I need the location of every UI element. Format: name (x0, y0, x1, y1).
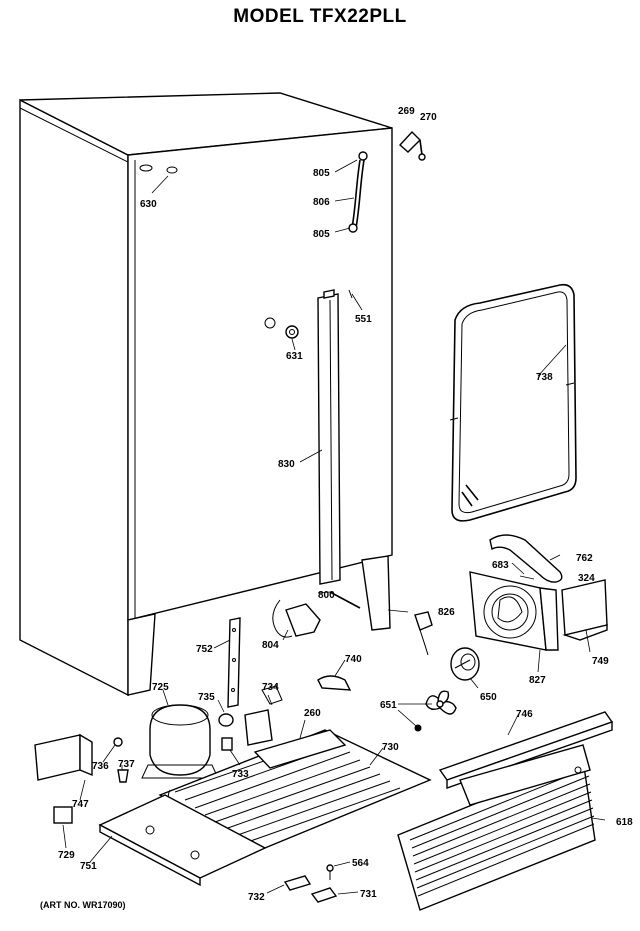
panel-749 (561, 579, 608, 641)
compressor-725 (141, 704, 219, 779)
strip-762 (489, 534, 563, 583)
part-label-736: 736 (92, 761, 109, 772)
fan-housing-827 (469, 571, 559, 651)
part-label-650: 650 (480, 692, 497, 703)
part-label-269: 269 (398, 106, 415, 117)
clip-740 (317, 675, 352, 691)
relay-parts-733-735 (218, 685, 283, 751)
divider-830 (317, 289, 353, 585)
part-804-800 (272, 591, 361, 638)
part-label-270: 270 (420, 112, 437, 123)
part-label-827: 827 (529, 675, 546, 686)
part-label-752: 752 (196, 644, 213, 655)
cabinet (19, 92, 393, 697)
part-label-733: 733 (232, 769, 249, 780)
part-label-260: 260 (304, 708, 321, 719)
part-label-800: 800 (318, 590, 335, 601)
part-label-731: 731 (360, 889, 377, 900)
drain-tube-assembly (348, 151, 368, 233)
part-label-735: 735 (198, 692, 215, 703)
part-label-564: 564 (352, 858, 369, 869)
art-number: (ART NO. WR17090) (40, 900, 126, 910)
small-parts-731-732-564 (283, 864, 338, 903)
part-label-806: 806 (313, 197, 330, 208)
bracket-747 (34, 733, 93, 781)
part-label-762: 762 (576, 553, 593, 564)
fan-blade-651 (414, 690, 457, 732)
part-label-805: 805 (313, 168, 330, 179)
base-751 (98, 794, 267, 887)
part-label-805: 805 (313, 229, 330, 240)
grille-618 (397, 744, 596, 911)
part-label-804: 804 (262, 640, 279, 651)
part-label-747: 747 (72, 799, 89, 810)
diagram-title: MODEL TFX22PLL (233, 6, 407, 27)
gasket-738 (449, 283, 577, 522)
part-label-551: 551 (355, 314, 372, 325)
part-label-683: 683 (492, 560, 509, 571)
small-parts-736-737-729 (53, 737, 129, 824)
part-label-749: 749 (592, 656, 609, 667)
part-label-746: 746 (516, 709, 533, 720)
part-826 (414, 611, 433, 656)
part-label-732: 732 (248, 892, 265, 903)
part-label-730: 730 (382, 742, 399, 753)
part-labels: 269 270 805 806 805 630 551 631 738 830 683 762 324 8… (58, 106, 633, 903)
part-label-729: 729 (58, 850, 75, 861)
part-label-737: 737 (118, 759, 135, 770)
part-269-270 (398, 130, 426, 161)
part-label-751: 751 (80, 861, 97, 872)
motor-650 (450, 647, 480, 681)
part-label-651: 651 (380, 700, 397, 711)
part-label-630: 630 (140, 199, 157, 210)
part-label-738: 738 (536, 372, 553, 383)
part-label-740: 740 (345, 654, 362, 665)
part-label-725: 725 (152, 682, 169, 693)
part-label-734: 734 (262, 682, 279, 693)
part-label-826: 826 (438, 607, 455, 618)
leader-lines (62, 159, 606, 895)
part-label-631: 631 (286, 351, 303, 362)
part-label-830: 830 (278, 459, 295, 470)
part-label-324: 324 (578, 573, 595, 584)
bracket-752 (227, 617, 241, 708)
part-label-618: 618 (616, 817, 633, 828)
